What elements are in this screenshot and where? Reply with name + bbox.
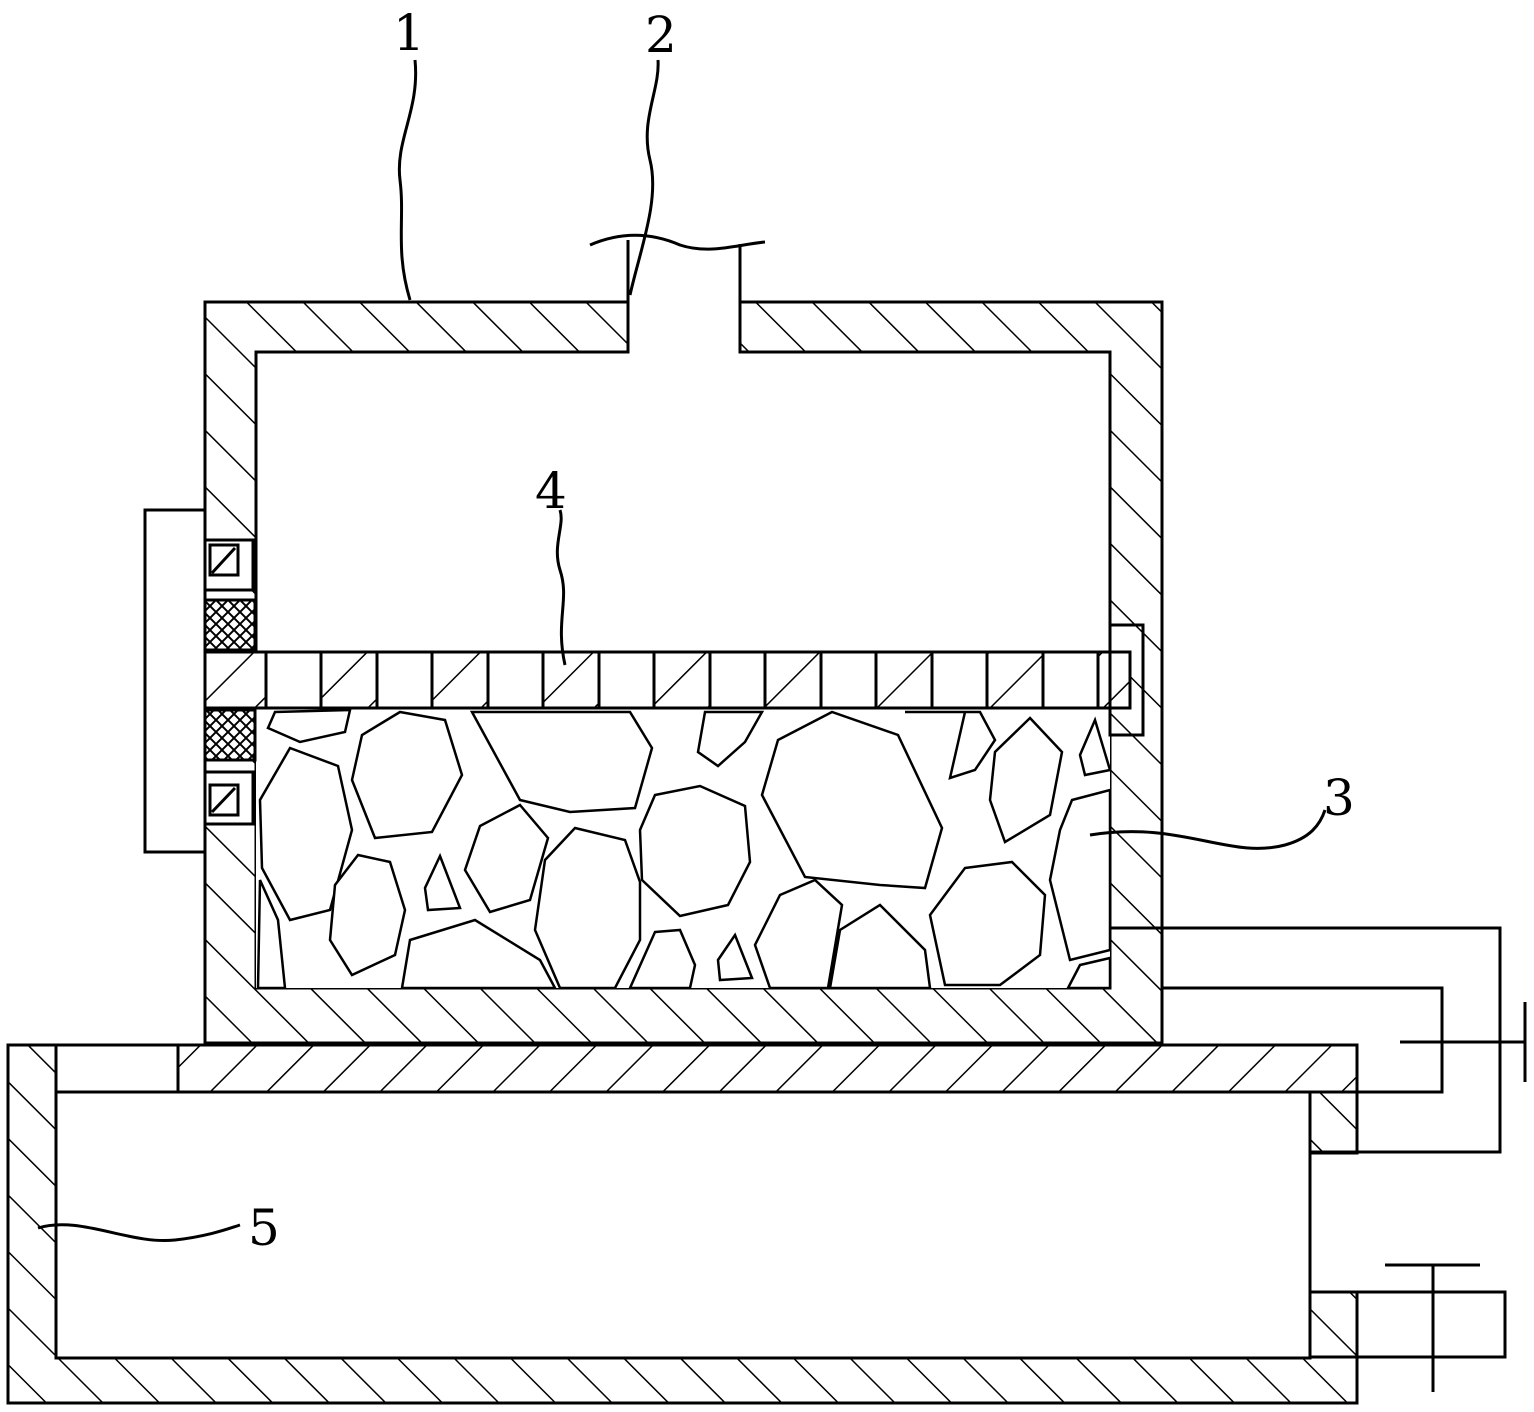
part-labels: 1 2 3 4 5 xyxy=(248,4,1355,1257)
label-2: 2 xyxy=(645,6,677,64)
filter-stones xyxy=(256,708,1112,990)
label-3: 3 xyxy=(1323,769,1355,827)
perforated-plate xyxy=(203,623,1145,737)
label-5: 5 xyxy=(248,1199,280,1257)
outlet-pipe xyxy=(589,233,766,302)
plate-holes xyxy=(264,650,1100,710)
upper-container xyxy=(203,300,1164,1045)
label-1: 1 xyxy=(393,4,425,62)
label-4: 4 xyxy=(535,462,567,520)
left-handle xyxy=(143,508,257,854)
leader-lines xyxy=(37,59,1327,1243)
drain-pipe xyxy=(1308,1263,1507,1392)
lower-tank xyxy=(6,1043,1359,1405)
connection-pipe xyxy=(1110,926,1527,1154)
